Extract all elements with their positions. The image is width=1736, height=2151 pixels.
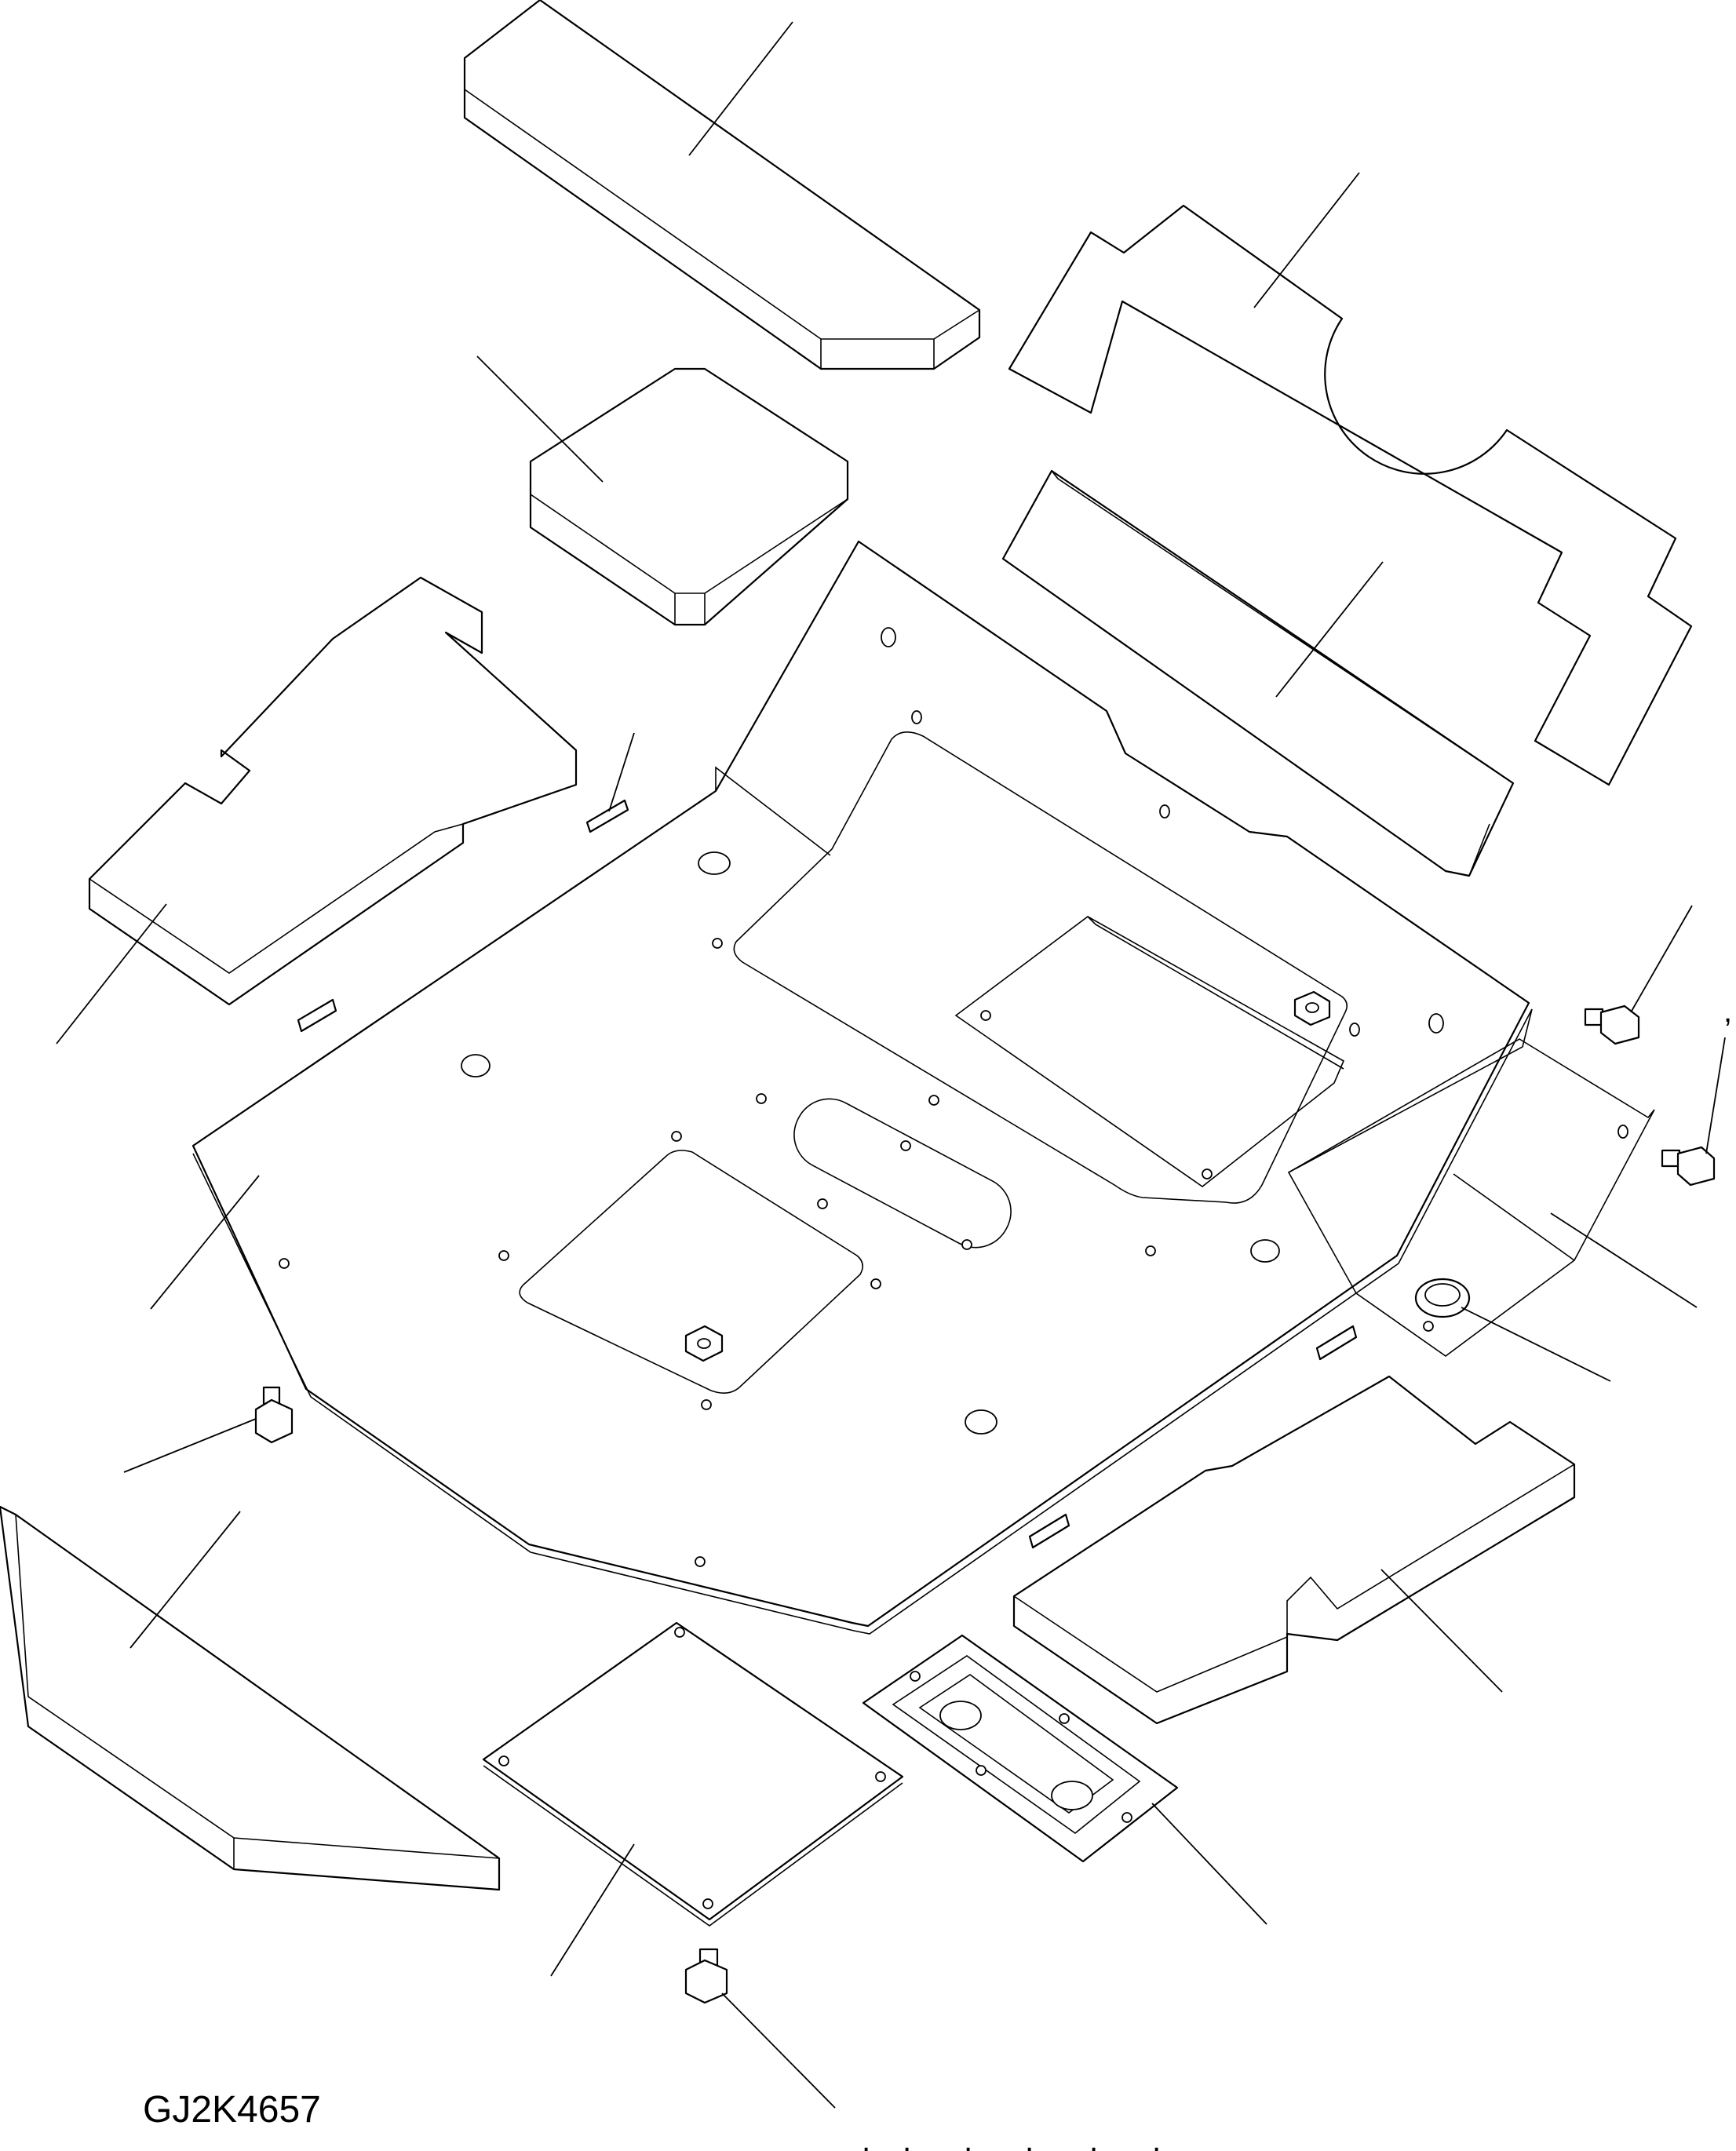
bolt-left (123, 1386, 294, 1473)
leader-line-floor-plate (150, 1175, 260, 1310)
foam-block-left (56, 576, 578, 1045)
leader-line-cover-plate (550, 1843, 635, 1977)
tick-mark: , (862, 2124, 870, 2151)
leader-line-bottom-left-block (129, 1511, 241, 1649)
cover-plate (482, 1621, 904, 1977)
clips (297, 732, 1358, 1549)
tick-mark: , (1152, 2124, 1161, 2151)
leader-line-notched-block (1253, 172, 1360, 308)
bolt-right-lower (1661, 1037, 1726, 1187)
foam-block-notched-top-right (1008, 172, 1693, 786)
foam-block-top (463, 0, 981, 370)
figure-code: GJ2K4657 (143, 2089, 321, 2131)
foam-pad-square (476, 355, 849, 626)
grommet (1414, 1278, 1611, 1382)
tick-mark: , (1089, 2124, 1098, 2151)
tick-mark: , (903, 2124, 911, 2151)
tray-frame (862, 1634, 1267, 1925)
leader-line-tray (1151, 1803, 1267, 1925)
leader-line-side-box (1550, 1212, 1698, 1308)
foam-block-bottom-left (0, 1505, 501, 1891)
bolt-bottom (684, 1948, 836, 2109)
bolt-right-upper (1584, 905, 1693, 1045)
leader-line-top-block (688, 21, 793, 156)
tick-mark: , (964, 2124, 972, 2151)
tick-mark: , (1025, 2124, 1034, 2151)
leader-line-clip (608, 732, 635, 812)
leader-line-bottom-right-block (1380, 1569, 1503, 1693)
bolts (123, 905, 1726, 2109)
tick-mark: , (1723, 994, 1732, 1029)
foam-block-middle-right (1001, 469, 1515, 877)
plate-holes (279, 627, 1628, 1567)
leader-line-square-pad (476, 355, 604, 483)
leader-line-left-block (56, 903, 167, 1045)
foam-block-bottom-right (1012, 1375, 1576, 1725)
leader-line-middle-block (1275, 561, 1384, 698)
tick-marks: , , , , , , , (862, 994, 1732, 2151)
floor-plate (150, 540, 1698, 1635)
leader-line-grommet (1461, 1307, 1611, 1382)
